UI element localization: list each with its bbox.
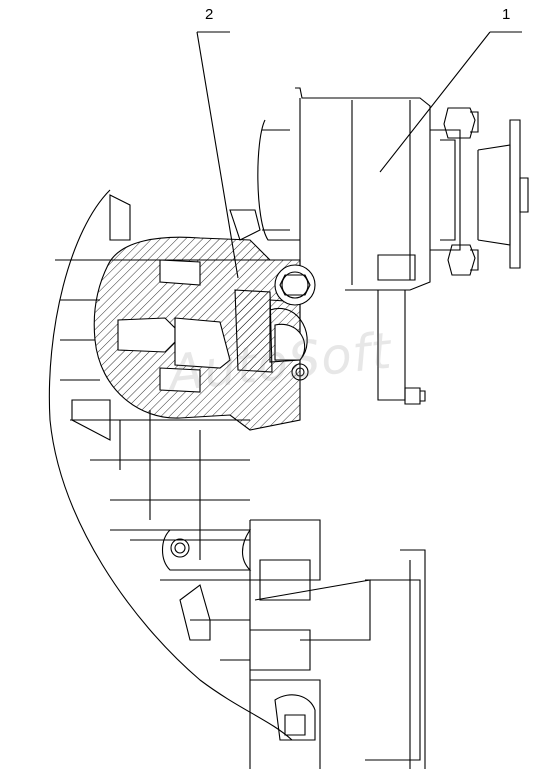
section-cut bbox=[93, 236, 316, 431]
callout-2-label: 2 bbox=[205, 6, 214, 23]
leader-lines bbox=[196, 31, 522, 279]
lower-housing bbox=[249, 519, 426, 769]
pump-module bbox=[257, 87, 529, 405]
callout-1-label: 1 bbox=[502, 6, 511, 23]
